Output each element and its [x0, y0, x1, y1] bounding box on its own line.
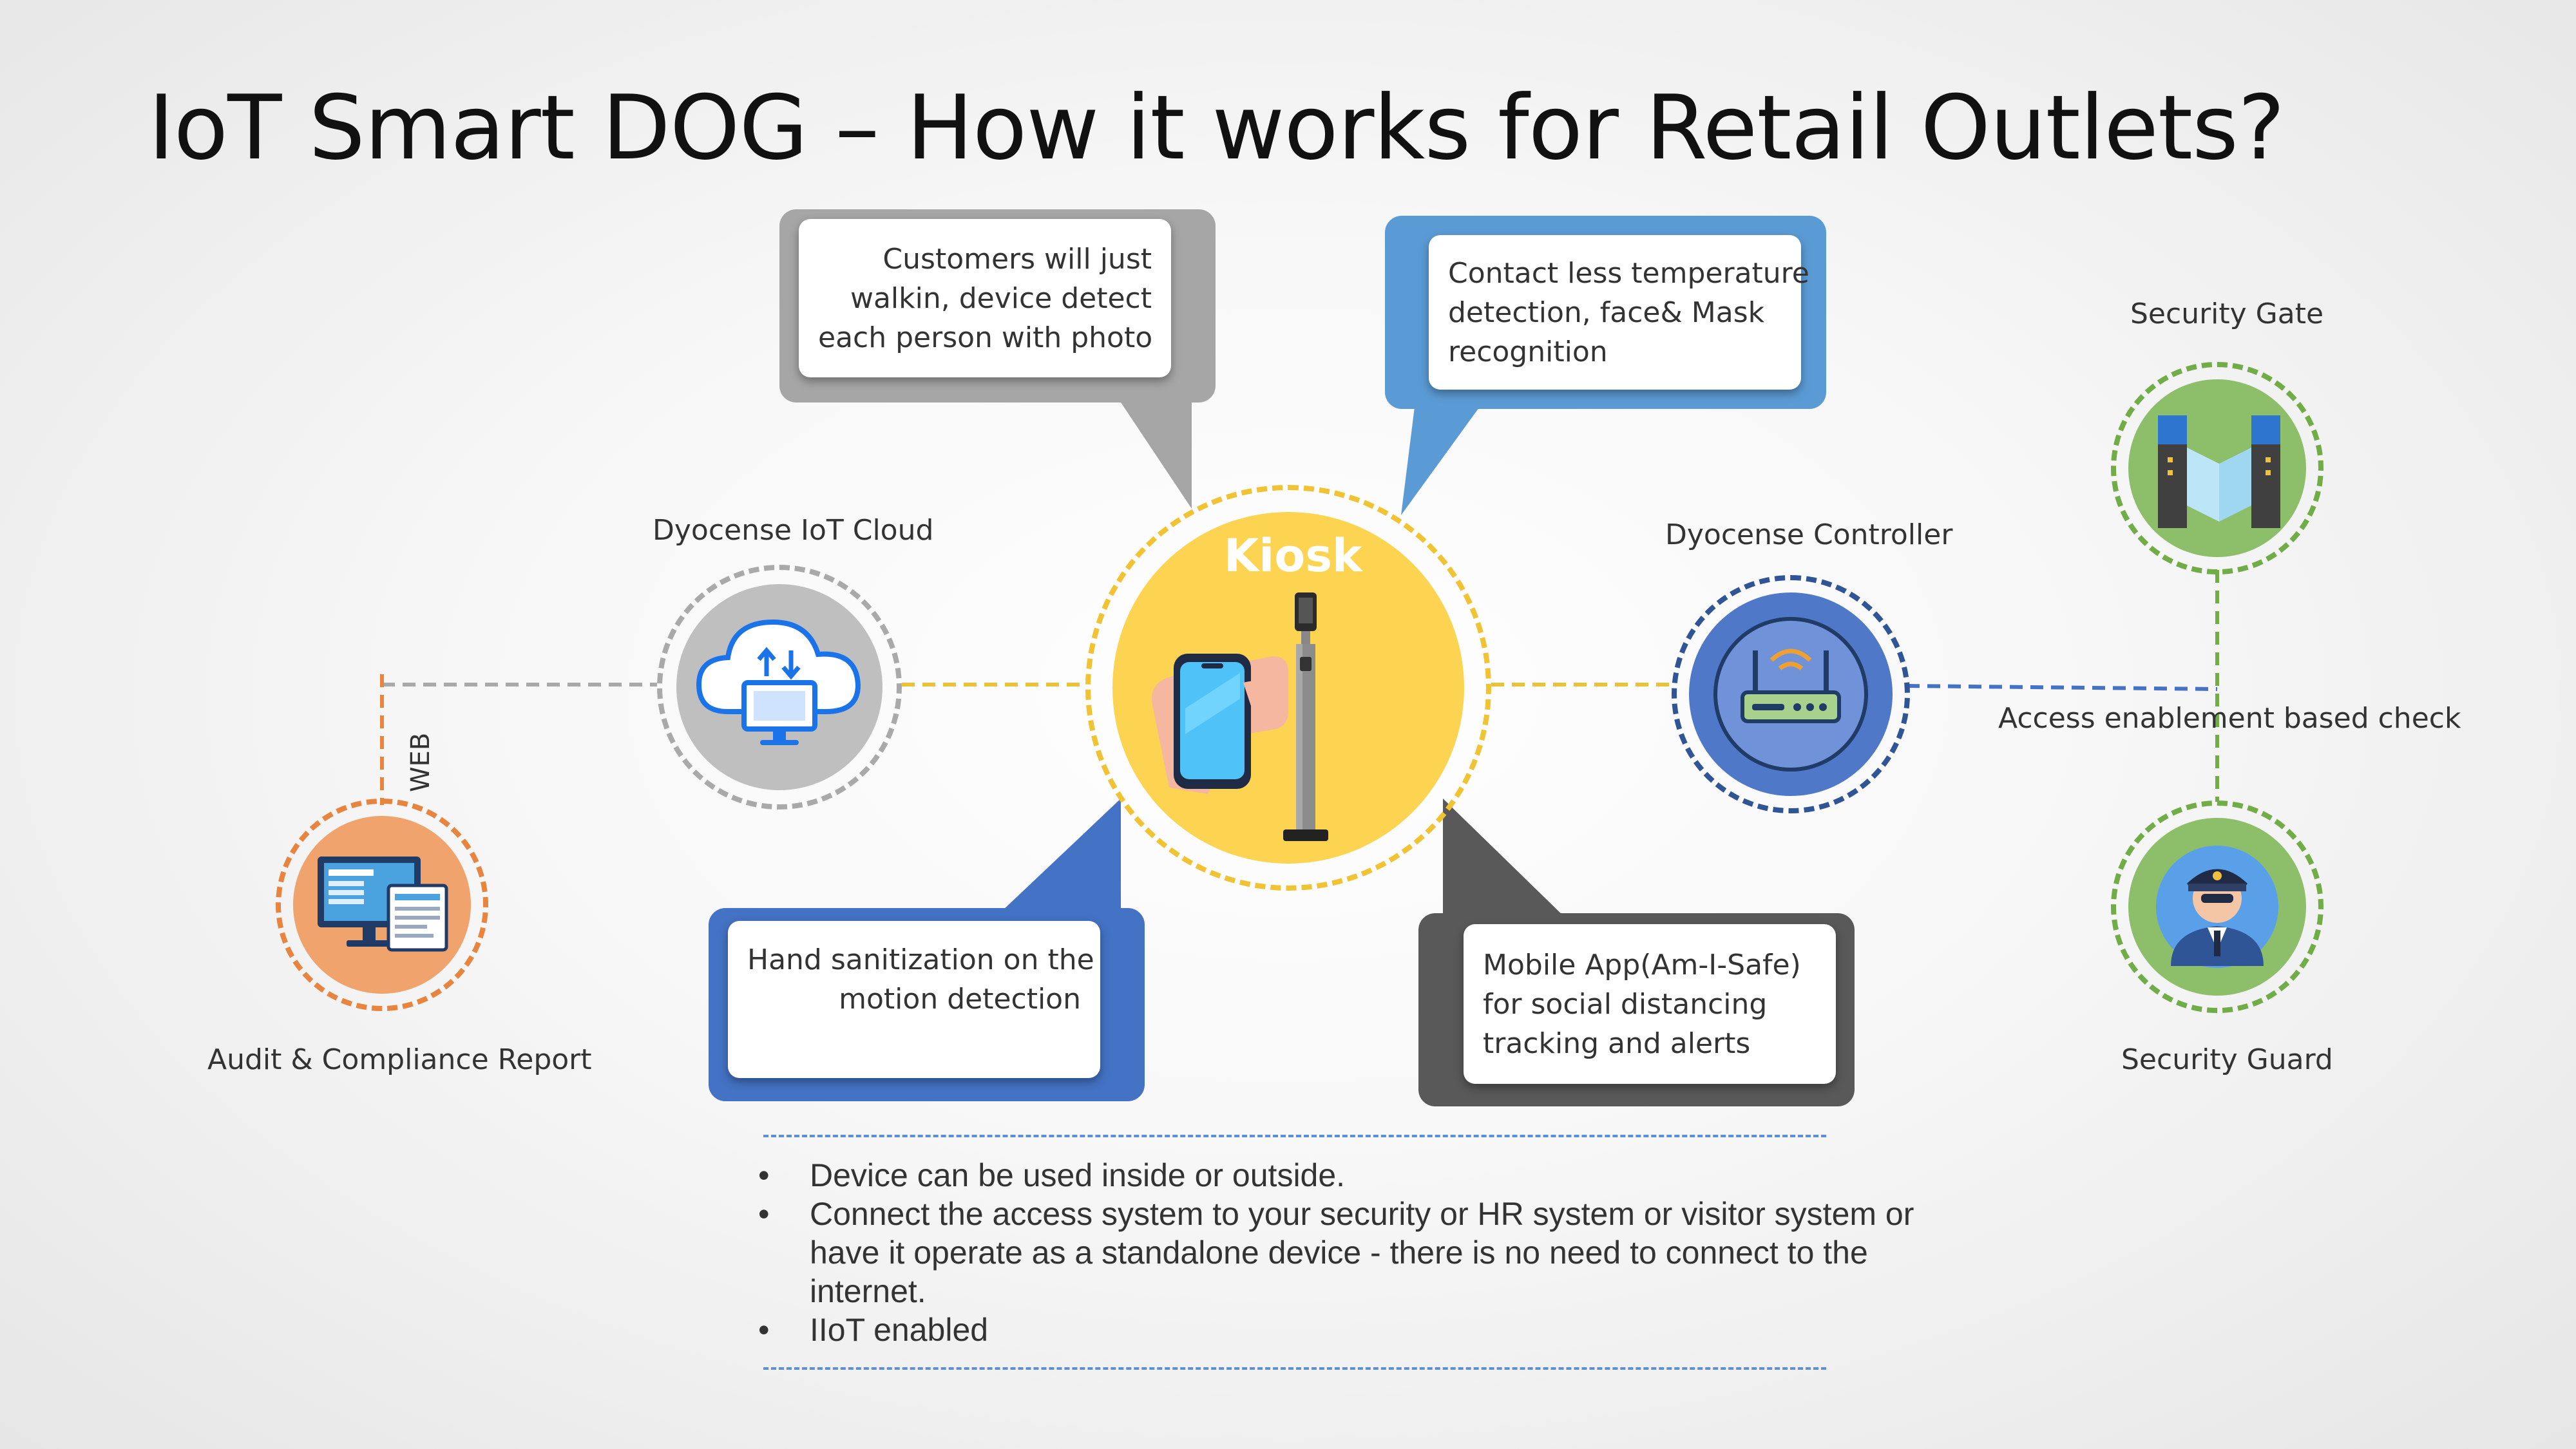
router-icon: [1741, 649, 1841, 723]
controller-ring: [1672, 575, 1910, 813]
cloud-computer-icon: [696, 619, 861, 745]
kiosk-ring: [1085, 485, 1491, 891]
callout-temperature-line-3: recognition: [1448, 335, 1608, 368]
callout-sanitization-tail: [1002, 799, 1121, 911]
slide-title: IoT Smart DOG – How it works for Retail …: [148, 76, 2285, 180]
callout-mobile-line-3: tracking and alerts: [1483, 1027, 1751, 1060]
security-gate-icon: [2158, 415, 2280, 528]
callout-walkin-line-1: Customers will just: [883, 242, 1152, 276]
callout-sanitization-line-1: Hand sanitization on the: [747, 943, 1094, 976]
callout-walkin-line-2: walkin, device detect: [850, 281, 1152, 315]
callout-temperature-card: Contact less temperature detection, face…: [1429, 235, 1809, 390]
callout-mobile-card: Mobile App(Am-I-Safe) for social distanc…: [1464, 924, 1836, 1084]
callout-mobile-line-1: Mobile App(Am-I-Safe): [1483, 948, 1801, 981]
callout-temperature-tail: [1401, 386, 1494, 515]
web-label: WEB: [406, 732, 435, 792]
connector-controller-to-security: [1906, 684, 2218, 691]
security-guard-ring: [2111, 800, 2323, 1013]
audit-ring: [276, 799, 488, 1011]
bullet-item-1: Device can be used inside or outside.: [757, 1156, 1949, 1195]
security-gate-ring: [2111, 362, 2323, 574]
controller-label: Dyocense Controller: [1665, 518, 1953, 551]
security-guard-label: Security Guard: [2121, 1043, 2333, 1076]
divider-top: [763, 1135, 1826, 1137]
security-guard-icon: [2156, 846, 2278, 968]
callout-sanitization-line-2: motion detection: [839, 983, 1081, 1016]
callout-temperature-line-1: Contact less temperature: [1448, 256, 1809, 290]
bullet-item-2: Connect the access system to your securi…: [757, 1195, 1949, 1311]
divider-bottom: [763, 1367, 1826, 1370]
access-check-label: Access enablement based check: [1998, 702, 2461, 735]
callout-walkin-line-3: each person with photo: [818, 321, 1153, 354]
phone-and-thermal-kiosk-icon: [1152, 592, 1328, 841]
callout-mobile-tail: [1443, 799, 1565, 918]
cloud-ring: [657, 565, 902, 810]
audit-label: Audit & Compliance Report: [207, 1043, 592, 1076]
bullet-list: Device can be used inside or outside. Co…: [757, 1156, 1949, 1349]
security-gate-label: Security Gate: [2130, 298, 2324, 330]
dashboard-monitor-icon: [318, 857, 448, 952]
bullet-item-3: IIoT enabled: [757, 1311, 1949, 1349]
kiosk-label: Kiosk: [1224, 529, 1362, 582]
iot-cloud-label: Dyocense IoT Cloud: [653, 514, 934, 547]
callout-walkin-tail: [1102, 374, 1192, 509]
callout-walkin-card: Customers will just walkin, device detec…: [799, 219, 1171, 377]
callout-mobile-line-2: for social distancing: [1483, 987, 1768, 1021]
callout-temperature-line-2: detection, face& Mask: [1448, 296, 1765, 329]
callout-sanitization-card: Hand sanitization on the motion detectio…: [728, 921, 1100, 1078]
